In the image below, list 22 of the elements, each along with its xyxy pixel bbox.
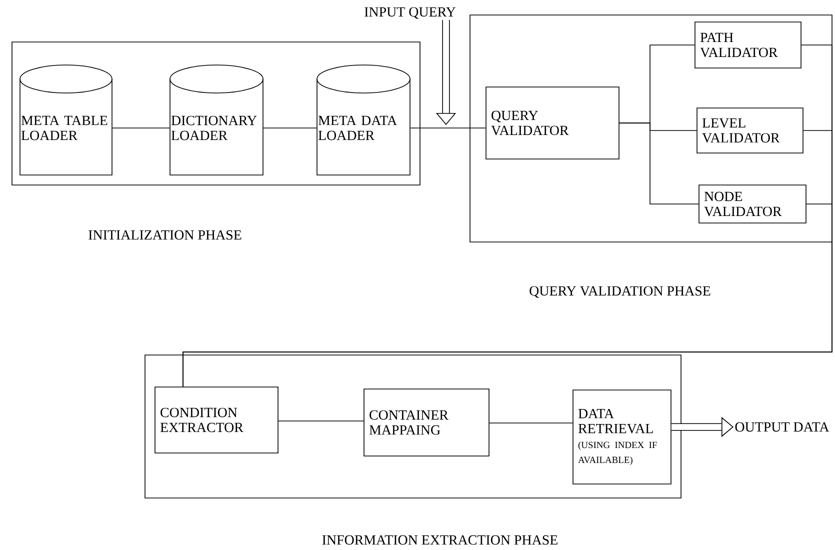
phase-label: INFORMATION EXTRACTION PHASE: [322, 535, 558, 545]
connector-line: [619, 122, 699, 204]
connector-line: [278, 420, 364, 422]
node-label: DICTIONARY LOADER: [171, 116, 257, 140]
node-label: META TABLE LOADER: [21, 116, 108, 140]
process-box: CONTAINER MAPPAING: [364, 388, 490, 456]
process-box: CONDITION EXTRACTOR: [154, 386, 278, 454]
process-box: NODE VALIDATOR: [698, 184, 806, 224]
cylinder: META DATA LOADER: [316, 64, 410, 176]
node-label: META DATA LOADER: [318, 116, 398, 140]
connector-line: [489, 422, 573, 424]
io-label: OUTPUT DATA: [735, 422, 830, 432]
io-label: INPUT QUERY: [364, 7, 456, 19]
cylinder: META TABLE LOADER: [20, 64, 112, 176]
process-box: PATH VALIDATOR: [694, 22, 802, 68]
phase-label: QUERY VALIDATION PHASE: [530, 286, 710, 298]
process-box: DATA RETRIEVAL (USING INDEX IF AVAILABLE): [572, 390, 672, 484]
connector-line: [182, 204, 832, 388]
process-box: LEVEL VALIDATOR: [696, 108, 804, 154]
cylinder: DICTIONARY LOADER: [170, 64, 264, 176]
phase-label: INITIALIZATION PHASE: [88, 230, 242, 240]
process-box: QUERY VALIDATOR: [486, 86, 620, 160]
